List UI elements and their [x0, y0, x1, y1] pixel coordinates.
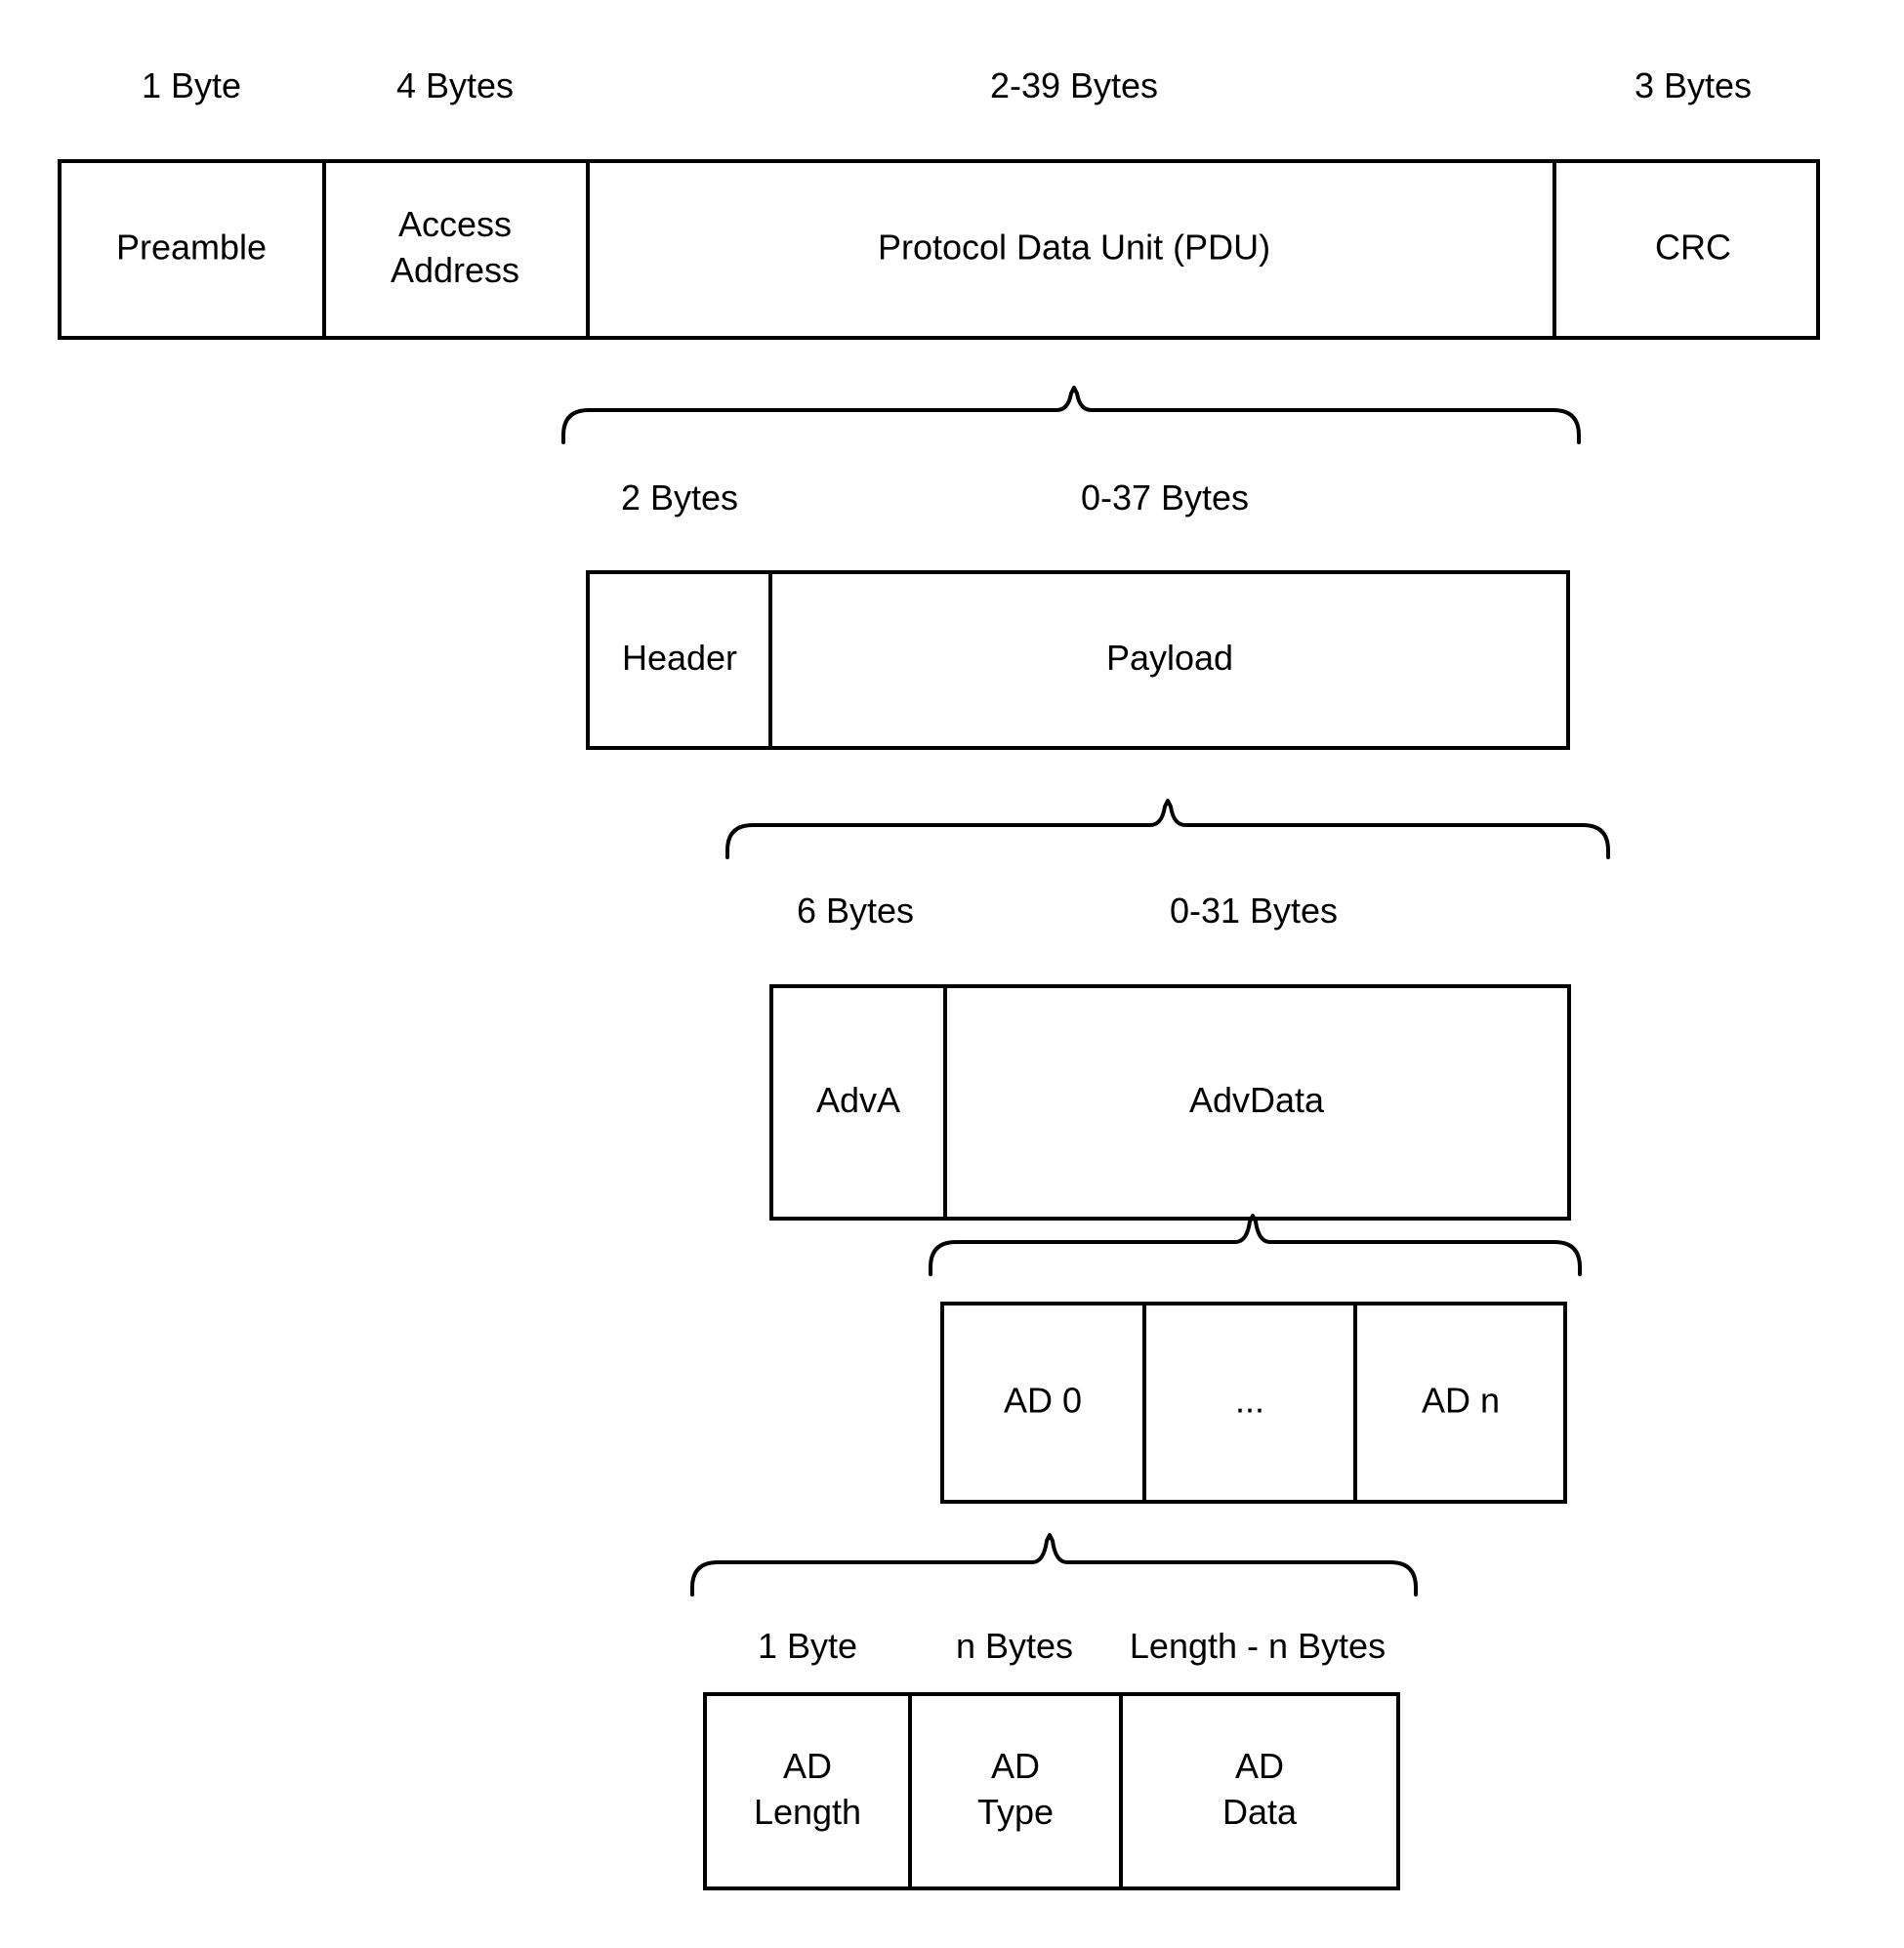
cell-header: Header [622, 638, 737, 678]
cell-ad-ellipsis: ... [1235, 1380, 1264, 1420]
size-label-pdu-breakdown-1: 0-37 Bytes [1081, 477, 1249, 518]
box-advdata-breakdown [940, 1302, 1567, 1504]
size-label-pdu-breakdown-0: 2 Bytes [621, 477, 738, 518]
cell-preamble: Preamble [116, 227, 267, 267]
size-label-link-layer-packet-2: 2-39 Bytes [990, 65, 1158, 105]
brace-ad-structure-breakdown [690, 1533, 1418, 1596]
box-link-layer-packet [58, 159, 1820, 340]
brace-advdata-breakdown [929, 1214, 1582, 1276]
size-label-link-layer-packet-0: 1 Byte [142, 65, 241, 105]
cell-payload: Payload [1106, 638, 1233, 678]
size-label-ad-structure-breakdown-0: 1 Byte [758, 1626, 857, 1666]
brace-payload-breakdown [725, 799, 1610, 859]
size-label-link-layer-packet-3: 3 Bytes [1635, 65, 1752, 105]
brace-pdu-breakdown [561, 386, 1581, 444]
box-pdu-breakdown [586, 570, 1570, 750]
cell-adva: AdvA [816, 1080, 900, 1120]
level-advdata-breakdown: AD 0... AD n [929, 1214, 1582, 1504]
box-payload-breakdown [769, 984, 1571, 1221]
cell-crc: CRC [1655, 227, 1731, 267]
size-label-ad-structure-breakdown-1: n Bytes [956, 1626, 1073, 1666]
cell-advdata: AdvData [1189, 1080, 1325, 1120]
box-ad-structure-breakdown [703, 1692, 1400, 1890]
size-label-payload-breakdown-1: 0-31 Bytes [1170, 891, 1338, 931]
cell-ad-n: AD n [1422, 1380, 1500, 1420]
size-label-payload-breakdown-0: 6 Bytes [797, 891, 914, 931]
cell-protocol-data-unit: Protocol Data Unit (PDU) [878, 227, 1270, 267]
cell-ad-0: AD 0 [1004, 1380, 1082, 1420]
size-label-ad-structure-breakdown-2: Length - n Bytes [1130, 1626, 1386, 1666]
size-label-link-layer-packet-1: 4 Bytes [396, 65, 514, 105]
